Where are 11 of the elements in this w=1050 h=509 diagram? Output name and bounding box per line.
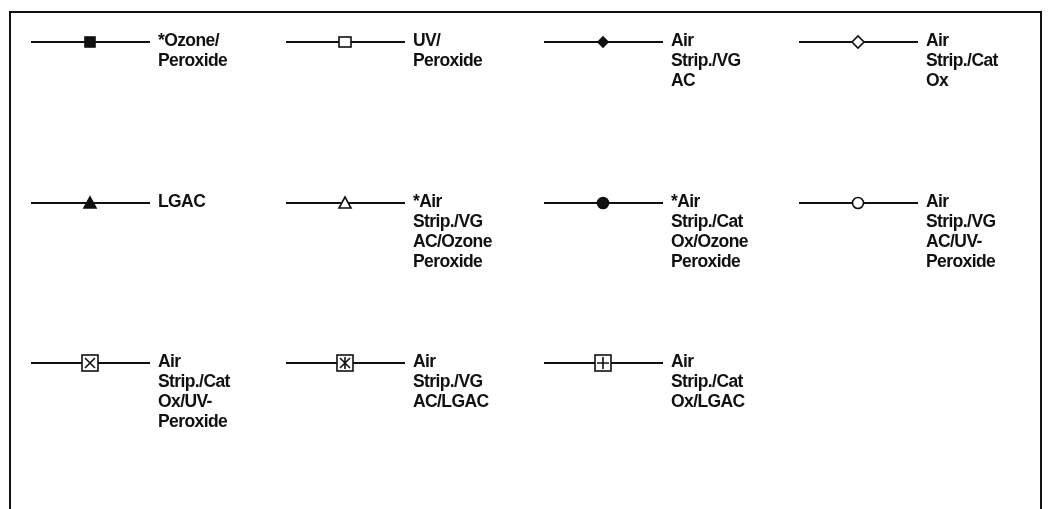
legend-label: Air Strip./VG AC/UV- Peroxide	[926, 191, 996, 271]
legend-label: *Ozone/ Peroxide	[158, 30, 228, 70]
legend-label: Air Strip./Cat Ox/LGAC	[671, 351, 745, 411]
legend-label: Air Strip./VG AC	[671, 30, 741, 90]
legend-label: *Air Strip./Cat Ox/Ozone Peroxide	[671, 191, 748, 271]
legend-label: Air Strip./Cat Ox	[926, 30, 998, 90]
legend-label: LGAC	[158, 191, 206, 211]
legend-label: Air Strip./VG AC/LGAC	[413, 351, 489, 411]
legend-label: Air Strip./Cat Ox/UV- Peroxide	[158, 351, 230, 431]
legend-label: UV/ Peroxide	[413, 30, 483, 70]
legend-label: *Air Strip./VG AC/Ozone Peroxide	[413, 191, 492, 271]
